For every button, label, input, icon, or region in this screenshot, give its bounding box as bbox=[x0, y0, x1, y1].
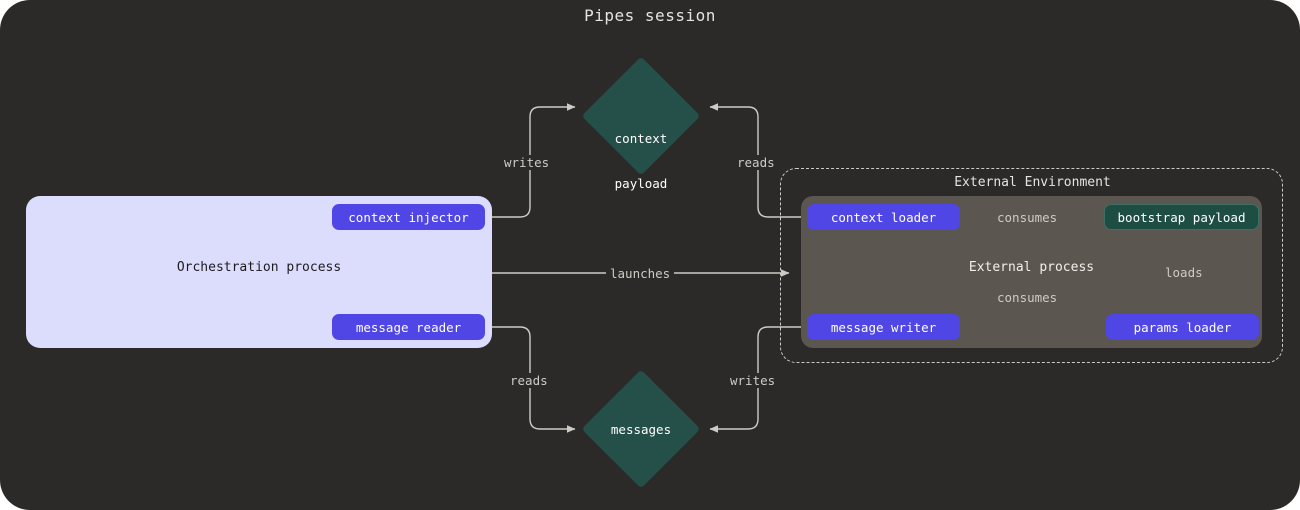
orchestration-process-label: Orchestration process bbox=[176, 260, 342, 275]
node-message-writer[interactable]: message writer bbox=[807, 314, 960, 340]
external-process-label: External process bbox=[968, 260, 1095, 275]
edge-label-writer-writes-messages: writes bbox=[726, 373, 780, 388]
node-context-injector-label: context injector bbox=[348, 210, 469, 225]
edge-label-context-loader-consumes-bootstrap: consumes bbox=[993, 210, 1062, 225]
node-context-loader[interactable]: context loader bbox=[807, 204, 960, 230]
edge-label-loader-reads-context: reads bbox=[733, 155, 779, 170]
node-params-loader[interactable]: params loader bbox=[1106, 314, 1259, 340]
node-message-writer-label: message writer bbox=[830, 320, 937, 335]
node-bootstrap-payload-label: bootstrap payload bbox=[1117, 210, 1246, 225]
external-environment-label: External Environment bbox=[954, 175, 1111, 190]
page-title: Pipes session bbox=[584, 6, 716, 25]
store-context-payload-label: context payload bbox=[571, 101, 711, 221]
store-messages-label: messages bbox=[610, 422, 672, 437]
node-context-loader-label: context loader bbox=[830, 210, 937, 225]
node-message-reader-label: message reader bbox=[355, 320, 462, 335]
store-context-payload-line1: context bbox=[614, 131, 668, 146]
node-params-loader-label: params loader bbox=[1133, 320, 1232, 335]
edge-label-message-writer-consumes-bootstrap: consumes bbox=[993, 290, 1062, 305]
node-message-reader[interactable]: message reader bbox=[332, 314, 485, 340]
edge-label-injector-writes-context: writes bbox=[500, 155, 554, 170]
edge-label-orchestration-launches-external: launches bbox=[606, 266, 675, 281]
node-bootstrap-payload[interactable]: bootstrap payload bbox=[1104, 204, 1259, 230]
edge-label-reader-reads-messages: reads bbox=[506, 373, 552, 388]
external-environment-container: External Environment bbox=[780, 168, 1283, 363]
node-context-injector[interactable]: context injector bbox=[332, 204, 485, 230]
store-context-payload-line2: payload bbox=[614, 176, 668, 191]
edge-label-params-loader-loads-bootstrap: loads bbox=[1161, 265, 1207, 280]
